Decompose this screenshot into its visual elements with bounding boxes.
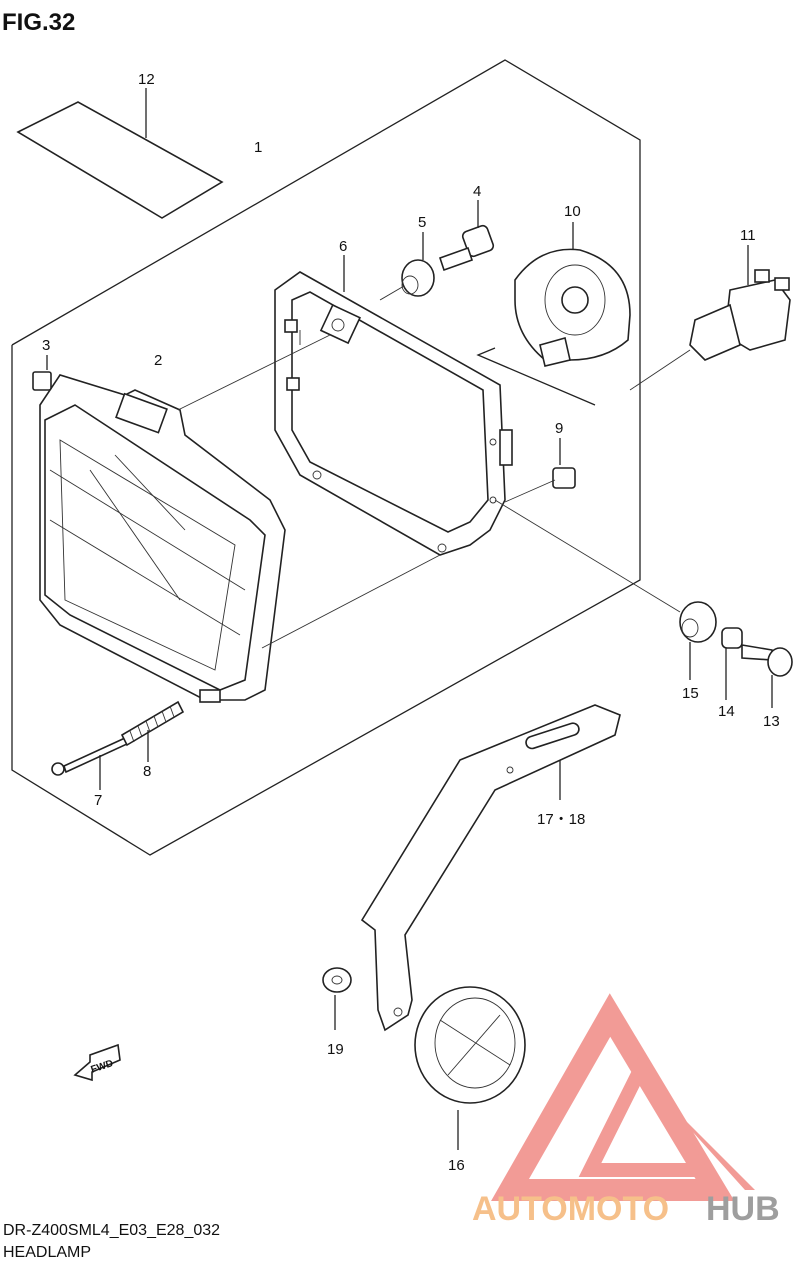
diagram-name: HEADLAMP <box>3 1244 92 1261</box>
part-2-headlamp-unit <box>39 374 286 703</box>
figure-title: FIG.32 <box>2 9 75 36</box>
callout-19: 19 <box>327 1041 344 1058</box>
part-13-bolt <box>741 644 793 708</box>
callout-4: 4 <box>473 183 481 200</box>
callout-labels: 12 1 4 10 5 11 6 3 2 9 15 14 13 8 7 17・1… <box>42 71 780 1174</box>
watermark-brand-b: HUB <box>706 1190 780 1228</box>
part-5-grommet <box>401 232 435 297</box>
part-11-bulb <box>689 245 791 361</box>
part-7-bolt <box>51 736 128 790</box>
part-17-18-bracket <box>360 704 621 1032</box>
part-14-collar <box>721 627 743 700</box>
callout-1: 1 <box>254 139 262 156</box>
forward-direction-marker: FWD <box>73 1043 121 1082</box>
part-9-nut <box>552 438 576 489</box>
callout-11: 11 <box>740 227 756 244</box>
part-16-reflector <box>414 986 526 1150</box>
callout-2: 2 <box>154 352 162 369</box>
watermark-brand-a: AUTOMOTO <box>472 1190 669 1228</box>
callout-3: 3 <box>42 337 50 354</box>
assembly-outline <box>11 59 641 856</box>
callout-10: 10 <box>564 203 581 220</box>
part-3-nut <box>32 355 52 391</box>
part-15-grommet <box>679 601 717 680</box>
callout-16: 16 <box>448 1157 465 1174</box>
callout-14: 14 <box>718 703 735 720</box>
callout-12: 12 <box>138 71 155 88</box>
part-8-spring <box>120 700 185 762</box>
part-19-nut <box>322 967 352 1030</box>
callout-17-18: 17・18 <box>537 811 585 828</box>
leader-lines <box>177 285 691 649</box>
part-4-screw <box>438 200 495 272</box>
part-12-label-sheet <box>16 88 224 219</box>
callout-7: 7 <box>94 792 102 809</box>
callout-5: 5 <box>418 214 426 231</box>
callout-13: 13 <box>763 713 780 730</box>
part-10-socket-cover <box>514 222 631 367</box>
watermark-brand: AUTOMOTO HUB <box>472 1190 780 1228</box>
callout-15: 15 <box>682 685 699 702</box>
callout-6: 6 <box>339 238 347 255</box>
watermark-logo <box>491 993 755 1201</box>
diagram-code: DR-Z400SML4_E03_E28_032 <box>3 1222 221 1239</box>
callout-8: 8 <box>143 763 151 780</box>
part-6-frame <box>274 255 513 556</box>
callout-9: 9 <box>555 420 563 437</box>
